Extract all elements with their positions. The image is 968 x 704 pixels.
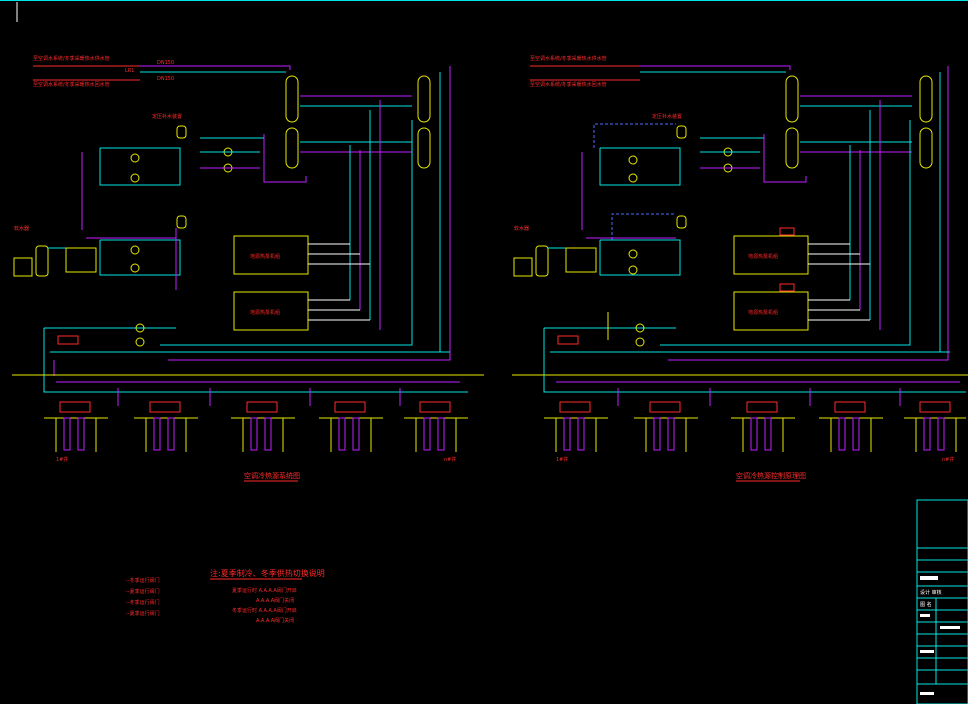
borehole-well-group: [634, 401, 698, 452]
softener-tank: [13, 257, 33, 277]
pump-group: [586, 237, 681, 276]
right-diagram: 至空调水系统/冬季采暖热水供水管 至空调水系统/冬季采暖热水回水管 定压补水装置: [512, 55, 968, 482]
expansion-tank-label: 定压补水装置: [152, 113, 182, 120]
left-diagram: 至空调水系统/冬季采暖热水供水管 至空调水系统/冬季采暖热水回水管 LR1 DN…: [12, 55, 484, 482]
heat-pump-label: 地源热泵机组: [748, 253, 778, 260]
pump-group: [581, 147, 760, 230]
right-supply-label: 至空调水系统/冬季采暖热水供水管: [530, 55, 607, 62]
legend-item: --冬季运行阀门: [126, 577, 160, 584]
water-tank: [65, 247, 97, 273]
collector-manifold: [285, 127, 299, 169]
heat-pump-label: 地源热泵机组: [250, 309, 280, 316]
well-start-label: 1#井: [56, 456, 68, 463]
expansion-tank-icon: [676, 215, 687, 229]
pipe-tag: DN150: [157, 76, 174, 82]
borehole-well-group: [819, 401, 883, 452]
borehole-well-group: [44, 401, 108, 452]
softener-label: 软水器: [514, 225, 529, 232]
softener-column: [535, 245, 549, 277]
well-end-label: n#井: [942, 456, 954, 463]
title-block-row: 设计 审核: [920, 589, 942, 596]
notes-line: 夏季运行时 A.A.A.A阀门开启: [232, 587, 297, 594]
pump-group: [81, 147, 260, 230]
controller-box: [779, 227, 795, 236]
softener-column: [35, 245, 49, 277]
distributor-manifold: [417, 75, 431, 123]
heat-exchanger: [57, 335, 79, 345]
heat-pump-unit-2: [733, 291, 809, 331]
legend-item: --冬季运行阀门: [126, 599, 160, 606]
legend-item: --夏季运行阀门: [126, 610, 160, 617]
left-return-label: 至空调水系统/冬季采暖热水回水管: [33, 81, 110, 88]
notes-line: A.A.A.A阀门关闭: [256, 617, 294, 624]
collector-manifold: [919, 127, 933, 169]
borehole-well-group: [904, 401, 966, 452]
left-diagram-caption: 空调冷热源系统图: [244, 471, 300, 480]
distributor-manifold: [919, 75, 933, 123]
heat-pump-unit-2: [233, 291, 309, 331]
heat-exchanger: [557, 335, 579, 345]
softener-label: 软水器: [14, 225, 29, 232]
pipe-tag: LR1: [125, 68, 134, 74]
borehole-well-group: [319, 401, 383, 452]
expansion-tank-icon: [176, 125, 187, 139]
expansion-tank-label: 定压补水装置: [652, 113, 682, 120]
right-return-label: 至空调水系统/冬季采暖热水回水管: [530, 81, 607, 88]
collector-manifold: [417, 127, 431, 169]
notes-line: 冬季运行时 A.A.A.A阀门开启: [232, 607, 297, 614]
title-block-row: 图 名: [920, 601, 932, 608]
notes-line: A.A.A.A阀门关闭: [256, 597, 294, 604]
pump-group: [86, 228, 181, 290]
heat-pump-label: 地源热泵机组: [748, 309, 778, 316]
distributor-manifold: [785, 75, 799, 123]
softener-tank: [513, 257, 533, 277]
well-start-label: 1#井: [556, 456, 568, 463]
expansion-tank-icon: [676, 125, 687, 139]
water-tank: [565, 247, 597, 273]
switch-notes: 注:夏季制冷、冬季供热切换说明 夏季运行时 A.A.A.A阀门开启 A.A.A.…: [210, 568, 325, 624]
title-block: 设计 审核 图 名: [916, 499, 968, 704]
valve-legend: --冬季运行阀门 --夏季运行阀门 --冬季运行阀门 --夏季运行阀门: [126, 577, 160, 617]
notes-title: 注:夏季制冷、冬季供热切换说明: [210, 568, 325, 578]
heat-pump-unit-1: [233, 235, 309, 275]
left-supply-label: 至空调水系统/冬季采暖热水供水管: [33, 55, 110, 62]
borehole-well-group: [404, 401, 468, 452]
borehole-well-group: [231, 401, 295, 452]
well-end-label: n#井: [444, 456, 456, 463]
borehole-well-group: [134, 401, 198, 452]
heat-pump-unit-1: [733, 235, 809, 275]
heat-pump-label: 地源热泵机组: [250, 253, 280, 260]
controller-box: [779, 283, 795, 292]
expansion-tank-icon: [176, 215, 187, 229]
borehole-well-group: [731, 401, 795, 452]
distributor-manifold: [285, 75, 299, 123]
pipe-tag: DN150: [157, 60, 174, 66]
collector-manifold: [785, 127, 799, 169]
legend-item: --夏季运行阀门: [126, 588, 160, 595]
borehole-well-group: [544, 401, 608, 452]
right-diagram-caption: 空调冷热源控制原理图: [736, 471, 806, 480]
